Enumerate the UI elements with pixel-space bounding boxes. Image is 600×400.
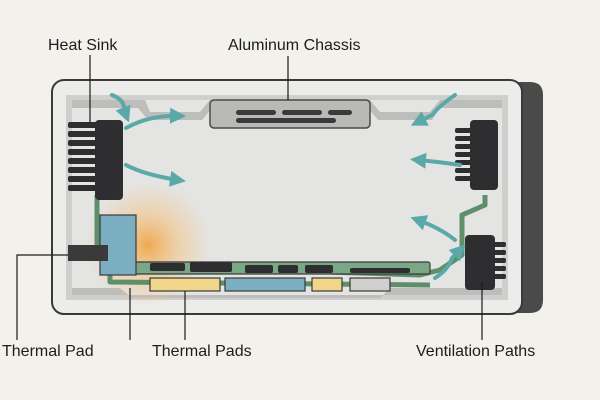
vent-slot-icon (209, 99, 371, 129)
label-aluminum-chassis: Aluminum Chassis (228, 37, 361, 54)
label-ventilation-paths: Ventilation Paths (416, 343, 536, 360)
heat-glow (86, 183, 210, 307)
heat-sink-icon (455, 120, 498, 190)
leader-lines (16, 55, 483, 340)
airflow-arrow-icon (110, 93, 466, 280)
thermal-pad-component (68, 245, 108, 261)
board-components (150, 262, 410, 273)
heat-sink-icon (465, 235, 506, 290)
label-thermal-pad: Thermal Pad (2, 343, 94, 360)
heat-sink-icon (68, 120, 123, 200)
thermal-pads (99, 214, 391, 292)
label-thermal-pads: Thermal Pads (152, 343, 252, 360)
label-heat-sink: Heat Sink (48, 37, 118, 54)
